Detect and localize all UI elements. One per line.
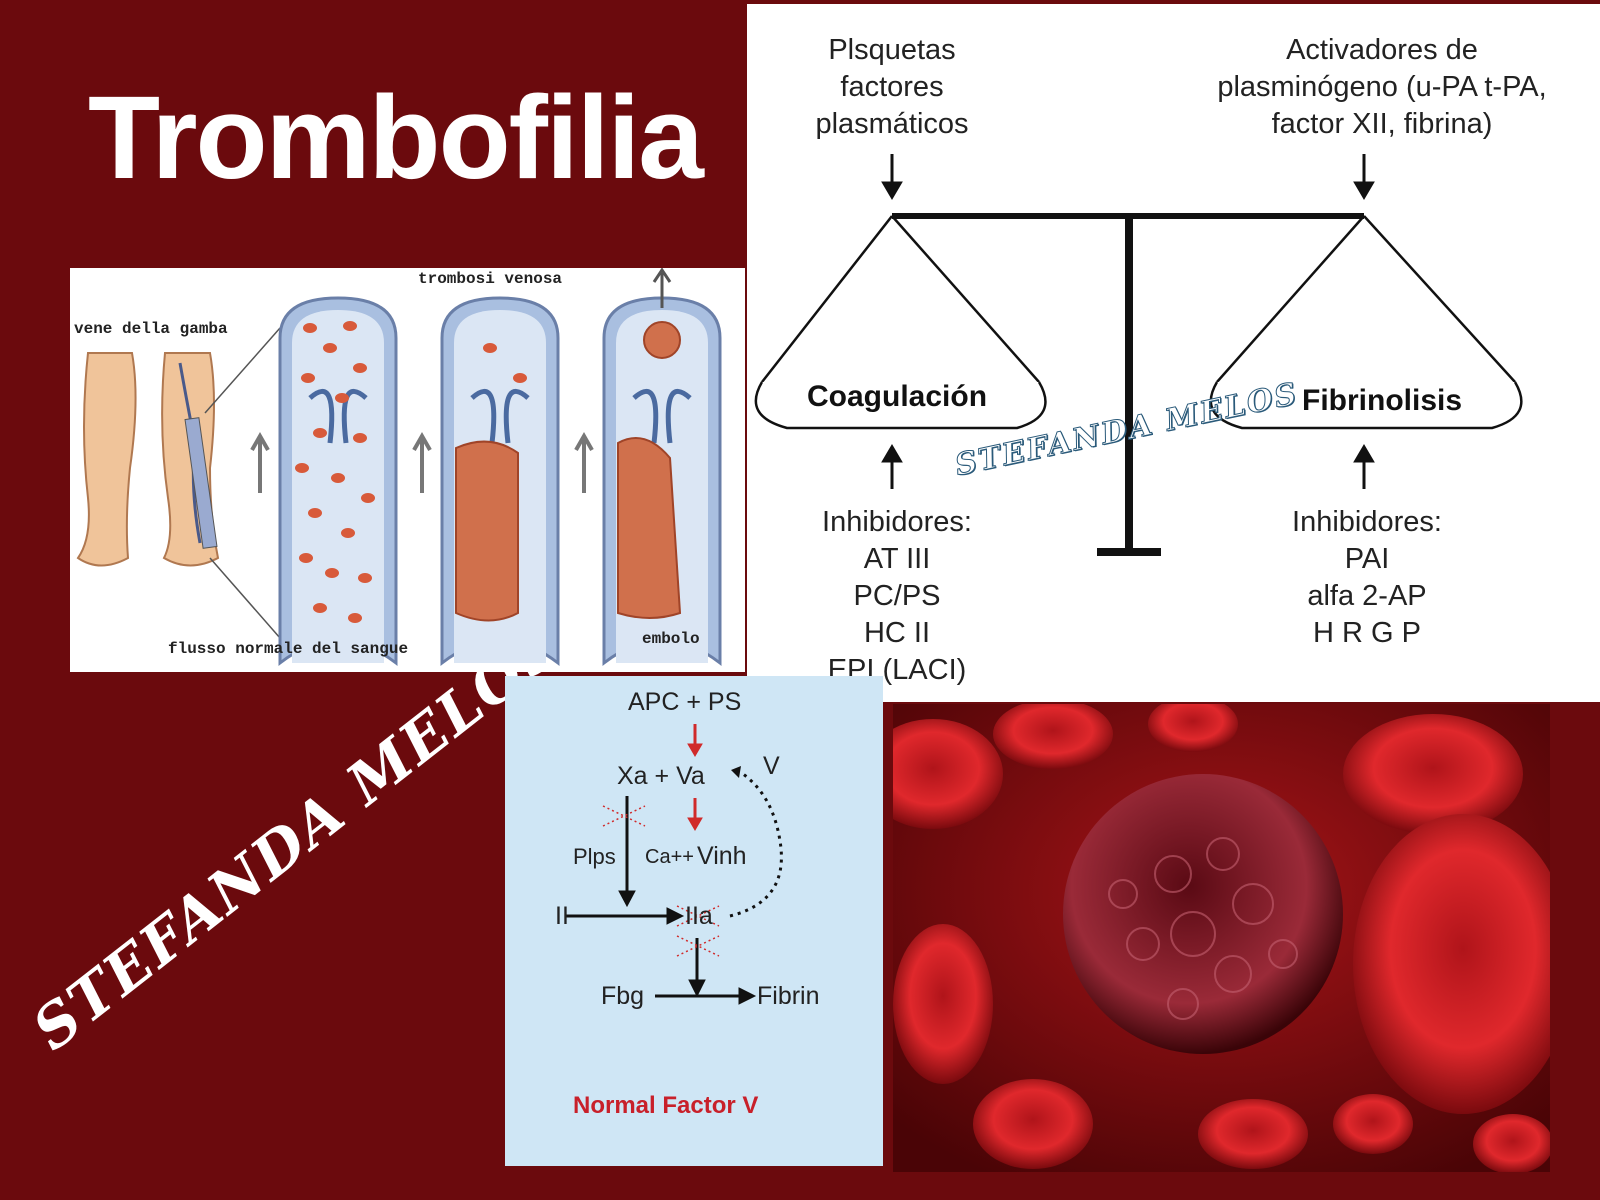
v-inhibited-label: Vinh [697,842,747,870]
plps-label: Plps [573,844,616,869]
label-embolus: embolo [642,630,700,648]
factor-ii-label: II [555,902,569,930]
calcium-label: Ca++ [645,846,694,868]
red-arrows [687,724,703,831]
vein-illustration-panel: vene della gamba trombosi venosa flusso … [70,267,745,672]
red-blood-cells [893,704,1550,1172]
vein-vessel-normal [278,296,398,667]
slide-title: Trombofilia [88,72,704,204]
factor-iia-label: IIa [685,902,713,930]
flow-arrows [250,431,594,493]
label-normal-flow: flusso normale del sangue [168,640,409,658]
apc-ps-label: APC + PS [628,688,742,716]
plasminogen-activators-label: Activadores de plasminógeno (u-PA t-PA, … [1217,34,1547,140]
black-arrows [565,796,757,1005]
blood-cells-image-panel [893,704,1550,1172]
inhibition-marks [602,805,720,957]
watermark-text: STEFANDA MELOS [20,609,575,1064]
legs-illustration [76,327,281,639]
fibrinolysis-inhibitors-list: Inhibidores: PAI alfa 2-AP H R G P [1292,506,1442,649]
hemostasis-balance-panel: Plsquetas factores plasmáticos Activador… [747,4,1600,702]
balance-arrows [881,154,1375,489]
coagulation-inhibitors-list: Inhibidores: AT III PC/PS HC II EPI (LAC… [822,506,972,686]
balance-scale [754,213,1523,556]
label-venous-thrombosis: trombosi venosa [418,270,563,288]
fibrin-label: Fibrin [757,982,820,1010]
coagulation-pan-label: Coagulación [807,380,988,413]
vein-vessel-embolus [602,267,722,667]
factor-v-pathway-diagram [565,724,783,1005]
label-leg-veins: vene della gamba [74,320,228,338]
fibrinogen-label: Fbg [601,982,645,1010]
normal-factor-v-caption: Normal Factor V [573,1092,759,1119]
fibrinolysis-pan-label: Fibrinolisis [1302,384,1463,417]
blood-cells-illustration [893,704,1550,1172]
xa-va-label: Xa + Va [617,762,705,790]
balance-scale-diagram [754,154,1523,556]
factor-v-pathway-panel: APC + PS Xa + Va V Plps Ca++ Vinh II IIa… [505,676,883,1166]
vein-vessel-thrombus [440,296,560,667]
white-blood-cell [1063,774,1343,1054]
v-label: V [763,752,780,780]
platelets-factors-label: Plsquetas factores plasmáticos [815,34,969,140]
vein-illustration [76,267,722,667]
